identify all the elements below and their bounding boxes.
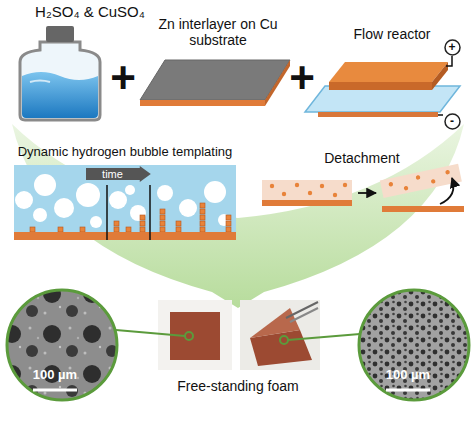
bent-foam-photo <box>240 300 320 370</box>
node-text: time <box>102 169 123 180</box>
solution-label: H₂SO₄ & CuSO₄ <box>35 3 145 20</box>
terminal-circle <box>445 40 460 55</box>
zn-cu-substrate <box>140 60 290 106</box>
time-arrow: time <box>86 166 151 182</box>
leader-line <box>116 330 360 344</box>
plus-sign: + <box>110 56 136 100</box>
detachment-sketch <box>262 164 464 212</box>
terminal-positive: + <box>444 39 461 56</box>
flow-reactor <box>305 56 460 117</box>
sem-image-top <box>0 285 130 405</box>
step-label: Detachment <box>324 150 399 166</box>
plus-sign: + <box>289 56 315 100</box>
scale-bar-label: 100 µm <box>33 368 77 383</box>
substrate-label: Zn interlayer on Cu substrate <box>148 16 288 48</box>
bubble-template-panel <box>14 165 236 240</box>
terminal-negative: - <box>444 113 461 130</box>
arrow-shape <box>86 166 151 182</box>
sem-image-bottom <box>355 285 475 405</box>
reactor-label: Flow reactor <box>353 26 430 42</box>
scale-bar-label: 100 µm <box>386 368 430 383</box>
caption-label: Free-standing foam <box>177 378 298 394</box>
node-text: - <box>450 115 454 127</box>
terminal-circle <box>445 114 460 129</box>
node-text: + <box>448 41 455 53</box>
flow-band <box>12 124 464 308</box>
electrolyte-bottle <box>20 26 100 120</box>
process-label: Dynamic hydrogen bubble templating <box>18 145 233 160</box>
